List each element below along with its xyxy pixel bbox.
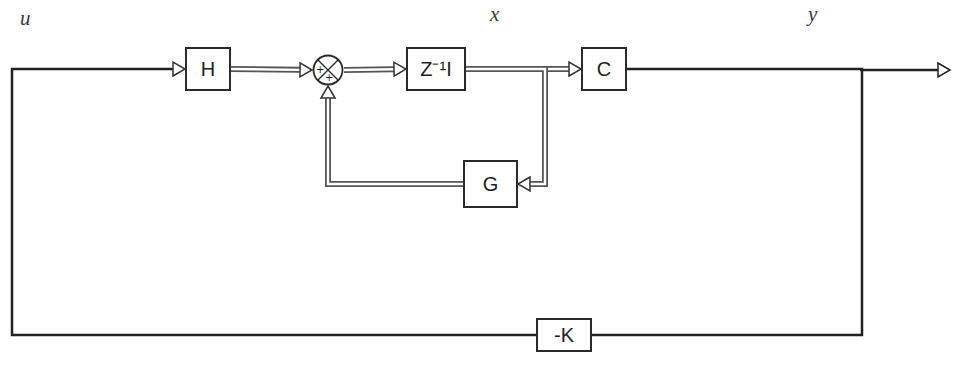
signal-arrow <box>344 62 406 76</box>
block-label: -K <box>554 325 574 345</box>
output-wire <box>860 63 950 77</box>
feedback-arrow <box>321 86 463 184</box>
block-label: H <box>201 59 215 79</box>
gain-block: H <box>185 47 231 91</box>
signal-name: x <box>490 4 499 25</box>
summing-junction: ++ <box>312 54 344 86</box>
state-matrix-block: G <box>463 160 518 208</box>
block-label: C <box>597 59 611 79</box>
output-matrix-block: C <box>581 47 627 91</box>
feedback-gain-block: -K <box>536 318 592 352</box>
delay-block: Z⁻¹I <box>406 47 466 91</box>
signal-name: y <box>808 4 817 25</box>
control-input-arrow <box>12 62 536 335</box>
signal-arrow <box>231 63 312 77</box>
sign-label: + <box>325 73 333 83</box>
connector-layer <box>12 62 862 335</box>
block-label: G <box>483 174 499 194</box>
block-label: Z⁻¹I <box>420 59 451 79</box>
sign-label: + <box>316 65 324 75</box>
signal-name: u <box>20 8 31 29</box>
output-feedback-line <box>592 69 862 335</box>
